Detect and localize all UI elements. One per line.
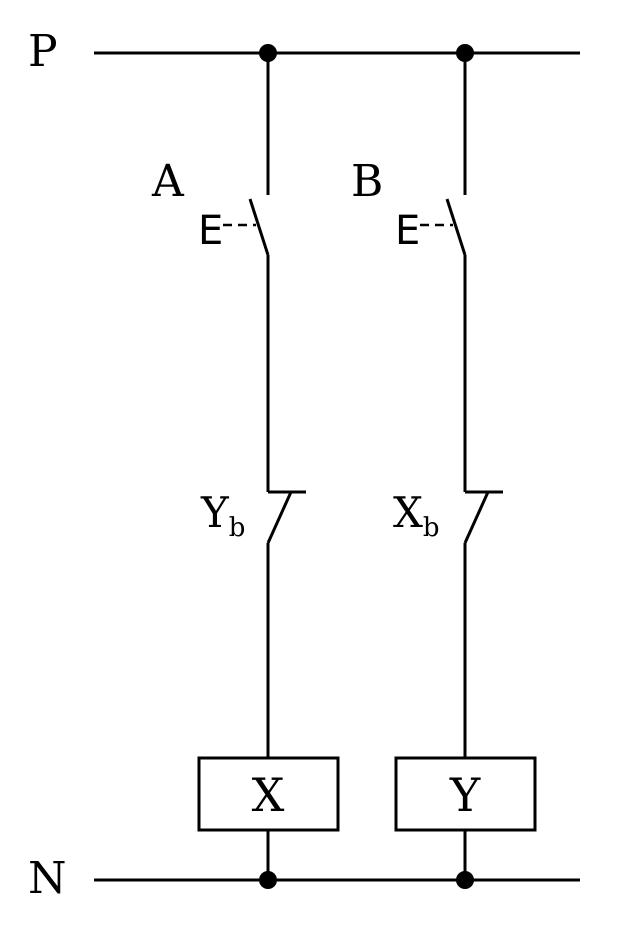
contact-letter: X — [393, 488, 423, 537]
contact-subscript: b — [423, 513, 440, 543]
rung-1: A E Yb X — [151, 44, 340, 889]
nc-contact — [463, 490, 503, 544]
pushbutton-label: A — [151, 156, 185, 207]
coil-label: Y — [449, 768, 481, 822]
pushbutton-contact: E — [198, 198, 270, 256]
pushbutton-contact: E — [395, 198, 467, 256]
contact-subscript: b — [229, 513, 246, 543]
contact-letter: Y — [200, 488, 230, 537]
junction-dot — [456, 871, 474, 889]
pushbutton-label: B — [351, 156, 383, 207]
pushbutton-marker: E — [395, 208, 420, 254]
pushbutton-marker: E — [198, 208, 223, 254]
rail-label-n: N — [28, 853, 67, 904]
rung-2: B E Xb Y — [351, 44, 537, 889]
interlock-contact-label: Yb — [200, 488, 245, 543]
coil-label: X — [252, 768, 285, 822]
junction-dot — [259, 871, 277, 889]
rail-label-p: P — [28, 26, 58, 77]
nc-contact — [266, 490, 306, 544]
interlock-contact-label: Xb — [393, 488, 440, 543]
